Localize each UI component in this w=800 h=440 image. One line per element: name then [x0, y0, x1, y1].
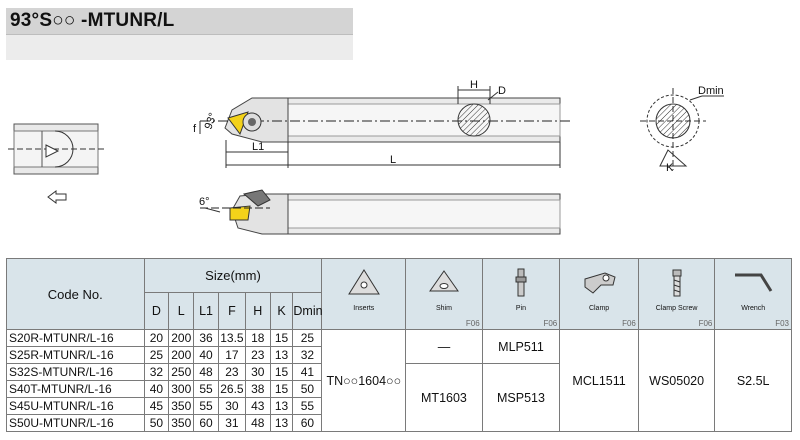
- boring-bar-side-view: 6°: [199, 189, 561, 235]
- col-f: F: [217, 292, 246, 330]
- wrench-icon: [735, 273, 773, 292]
- angle-93-label: 93°: [203, 111, 220, 131]
- col-d: D: [143, 292, 170, 330]
- dim-d-label: D: [498, 85, 506, 97]
- col-k: K: [269, 292, 294, 330]
- technical-drawing: H D L1 L f 93° 6° Dmin K: [8, 79, 724, 235]
- dim-l1-label: L1: [252, 141, 264, 153]
- shim-value-large: MT1603: [405, 363, 483, 432]
- title-bar: 93°S○○ -MTUNR/L: [6, 8, 353, 35]
- code-no-header: Code No.: [6, 258, 145, 330]
- screw-value: WS05020: [637, 329, 716, 432]
- svg-text:K: K: [666, 162, 674, 174]
- part-clamp: Clamp F06: [559, 258, 639, 330]
- pin-value-large: MSP513: [481, 363, 561, 432]
- clamp-value: MCL1511: [559, 329, 639, 432]
- clamp-icon: [584, 272, 616, 294]
- shim-icon: [428, 270, 459, 292]
- end-view-small: [8, 123, 104, 175]
- col-dmin: Dmin: [292, 292, 323, 330]
- pin-value-small: MLP511: [481, 329, 561, 364]
- table-row: S20R-MTUNR/L-16 20 200 36 13.5 18 15 25 …: [6, 329, 792, 432]
- shim-value-small: —: [405, 329, 483, 364]
- size-header: Size(mm): [143, 257, 323, 294]
- dim-f-label: f: [193, 123, 197, 135]
- part-clamp-screw: Clamp Screw F06: [637, 258, 716, 330]
- insert-icon: [347, 269, 380, 295]
- table-row: S50U-MTUNR/L-16 50 350 60 31 48 13 60: [6, 414, 792, 432]
- dim-dmin-label: Dmin: [698, 85, 724, 97]
- wrench-value: S2.5L: [714, 329, 792, 432]
- col-l: L: [168, 292, 195, 330]
- insert-value: TN○○1604○○: [321, 329, 407, 432]
- col-h: H: [244, 292, 271, 330]
- table-row: S25R-MTUNR/L-16 25 200 40 17 23 13 32: [6, 346, 792, 364]
- part-shim: Shim F06: [405, 258, 483, 330]
- col-l1: L1: [193, 292, 219, 330]
- title-subbar: [6, 35, 353, 60]
- page-title: 93°S○○ -MTUNR/L: [10, 10, 175, 31]
- arrow-left-icon: [47, 190, 67, 204]
- table-row: S40T-MTUNR/L-16 40 300 55 26.5 38 15 50: [6, 380, 792, 398]
- specification-table: Code No. Size(mm) Inserts Shim F06 Pin F…: [6, 257, 792, 432]
- dim-l-label: L: [390, 154, 396, 166]
- boring-bar-top-view: H D L1 L f 93°: [193, 79, 570, 168]
- angle-6-label: 6°: [199, 196, 210, 208]
- end-section-view: Dmin K: [640, 85, 724, 174]
- part-inserts: Inserts: [321, 258, 407, 330]
- pin-icon: [515, 268, 527, 297]
- part-pin: Pin F06: [481, 258, 561, 330]
- part-wrench: Wrench F03: [714, 258, 792, 330]
- dim-h-label: H: [470, 79, 478, 91]
- screw-icon: [672, 269, 682, 297]
